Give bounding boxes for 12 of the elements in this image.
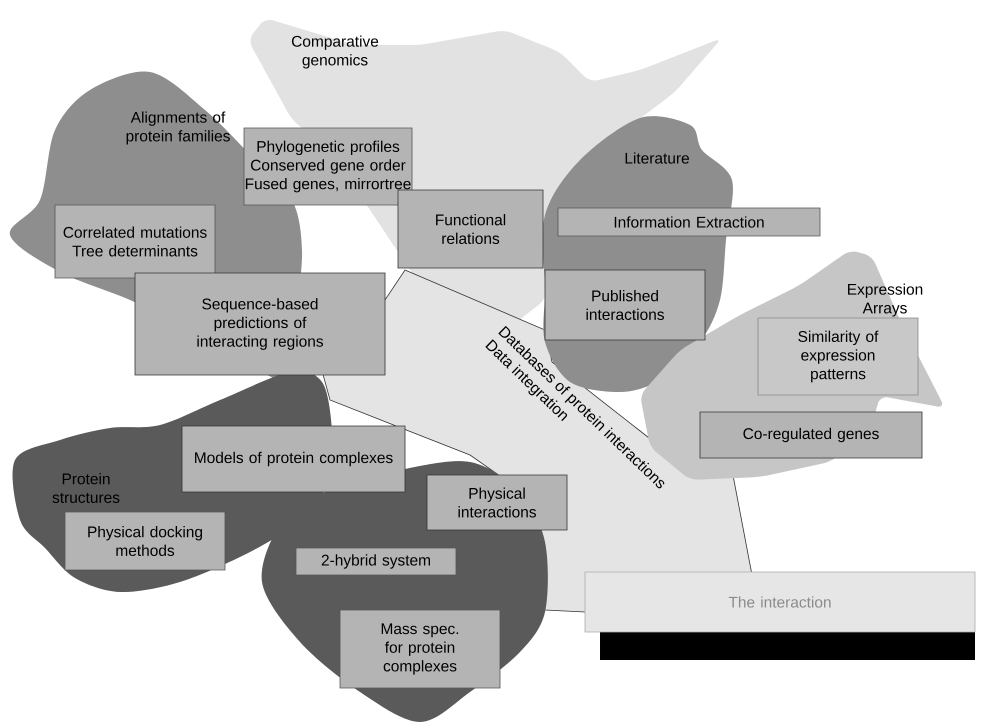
text-box: Mass spec. for protein complexes xyxy=(340,610,500,688)
text-box: Correlated mutations Tree determinants xyxy=(54,204,216,278)
result-box: The interaction xyxy=(584,572,976,660)
text-box: Models of protein complexes xyxy=(182,426,406,492)
text-box: Physical interactions xyxy=(426,474,568,530)
text-box: Information Extraction xyxy=(558,208,820,236)
text-box: 2-hybrid system xyxy=(296,548,456,576)
text-box: Co-regulated genes xyxy=(700,412,922,458)
text-box: Physical docking methods xyxy=(64,512,226,570)
text-box: Similarity of expression patterns xyxy=(758,318,918,396)
text-box: Published interactions xyxy=(544,270,706,340)
text-box: Phylogenetic profiles Conserved gene order Fused genes, mirrortree xyxy=(244,128,412,206)
